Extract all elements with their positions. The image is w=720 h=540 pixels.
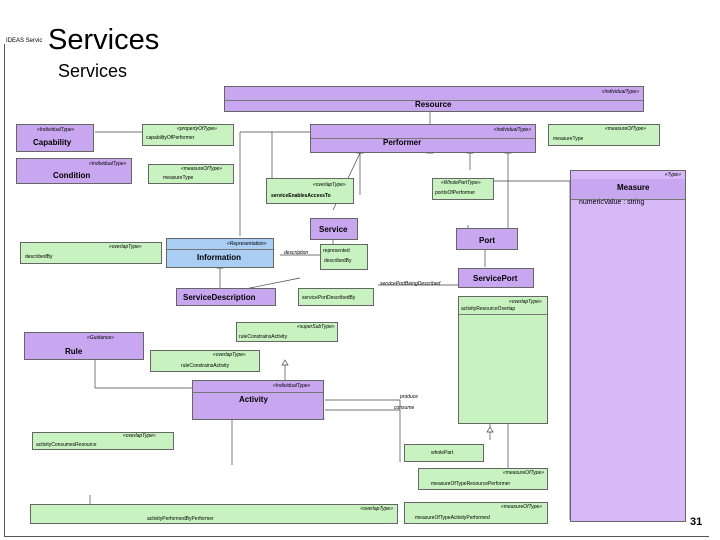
cop-label: capabilityOfPerformer [146,135,195,141]
obl-stereotype: «overlapType» [123,433,156,439]
aro-header [459,313,547,315]
overlap-mid-label: ruleConstrainsActivity [181,363,230,369]
resource-stereotype: «IndividualType» [601,89,639,95]
service-label: Service [319,225,348,234]
produce-label: produce [400,394,419,400]
measure-stereotype: «Type» [664,172,681,178]
service-enables-stereotype: «overlapType» [313,182,346,188]
consume-label: consume [394,405,415,411]
overlap-left-label: describedBy [25,254,53,260]
measure-bottom2-box: «measureOfType» measureOfTypeActivityPer… [404,502,548,524]
measure-label: Measure [617,183,650,192]
capability-box: «IndividualType» Capability [16,124,94,152]
measure-box: «Type» Measure numericValue : string [570,170,686,522]
couple-type-box: «superSubType» ruleConstrainsActivity [236,322,338,342]
resource-box: «IndividualType» Resource [224,86,644,112]
capability-stereotype: «IndividualType» [37,127,75,133]
measure-attr: numericValue : string [579,199,645,206]
overlap-mid-stereotype: «overlapType» [213,352,246,358]
service-description-box: ServiceDescription [176,288,276,306]
measure-bottom-stereotype: «measureOfType» [503,470,545,476]
service-port-box: ServicePort [458,268,534,288]
condition-label: Condition [53,171,91,180]
service-box: Service [310,218,358,240]
performer-box: «IndividualType» Performer [310,124,536,153]
page-title: Services [48,24,160,56]
service-port-label: ServicePort [473,274,518,283]
measure-of-type-box: «measureOfType» measureType [148,164,234,184]
service-port-described-by-box: servicePortDescribedBy [298,288,374,306]
obl-label: activityConsumesResource [36,442,97,448]
port-is-of-performer-box: «WholePartType» portIsOfPerformer [432,178,494,200]
port-box: Port [456,228,518,250]
performer-label: Performer [383,138,422,147]
couple-label: ruleConstrainsActivity [239,334,288,340]
page-subtitle: Services [58,61,128,81]
service-enables-label: serviceEnablesAccessTo [271,193,331,199]
measure-type-stereotype: «measureOfType» [605,126,647,132]
overlap-bottom-box: «overlapType» activityPerformedByPerform… [30,504,398,524]
mb2-label: measureOfTypeActivityPerformed [415,515,490,521]
capability-label: Capability [33,138,72,147]
performer-header [311,137,535,139]
activity-header [193,391,323,393]
service-port-described-by-label: servicePortDescribedBy [302,295,356,301]
measure-type-label: measureType [553,136,584,142]
measure-bottom-label: measureOfTypeResourcePerformer [431,481,511,487]
ob-label: activityPerformedByPerformer [147,516,214,522]
activity-resource-overlap-box: «overlapType» activityResourceOverlap [458,296,548,424]
aro-stereotype: «overlapType» [509,299,542,305]
condition-stereotype: «IndividualType» [89,161,127,167]
rule-box: «Guidance» Rule [24,332,144,360]
resource-label: Resource [415,100,452,109]
condition-box: «IndividualType» Condition [16,158,132,184]
service-description-label: ServiceDescription [183,293,256,302]
activity-box: «IndividualType» Activity [192,380,324,420]
port-label: Port [479,236,495,245]
information-header [167,248,273,250]
rule-stereotype: «Guidance» [87,335,114,341]
described-by-top: represented [323,248,350,254]
ideas-tag: IDEAS Servic [6,38,43,44]
overlap-left-stereotype: «overlapType» [109,244,142,250]
port-of-performer-label: portIsOfPerformer [435,190,476,196]
measure-bottom-box: «measureOfType» measureOfTypeResourcePer… [418,468,548,490]
whole-part-label: wholePart [431,450,454,456]
performer-stereotype: «IndividualType» [493,127,531,133]
information-box: «Representation» Information [166,238,274,268]
measure-header [571,179,685,200]
rule-label: Rule [65,347,83,356]
measure-of-type-label: measureType [163,175,194,181]
ob-stereotype: «overlapType» [360,506,393,512]
service-enables-box: «overlapType» serviceEnablesAccessTo [266,178,354,204]
port-of-performer-stereotype: «WholePartType» [441,180,481,186]
cop-stereotype: «propertyOfType» [177,126,217,132]
page-number: 31 [690,516,703,528]
information-stereotype: «Representation» [227,241,267,247]
activity-stereotype: «IndividualType» [273,383,311,389]
mb2-stereotype: «measureOfType» [501,504,543,510]
service-port-being-described-label: servicePortBeingDescribed [380,281,441,287]
activity-label: Activity [239,395,268,404]
measure-type-box: «measureOfType» measureType [548,124,660,146]
resource-header [225,99,643,101]
measure-of-type-stereotype: «measureOfType» [181,166,223,172]
overlap-bottom-left-box: «overlapType» activityConsumesResource [32,432,174,450]
aro-label: activityResourceOverlap [461,306,516,312]
capability-of-performer-box: «propertyOfType» capabilityOfPerformer [142,124,234,146]
whole-part-box: wholePart [404,444,484,462]
described-by-label: describedBy [324,258,352,264]
overlap-left-box: «overlapType» describedBy [20,242,162,264]
description-label: description [284,250,309,256]
information-label: Information [197,253,241,262]
described-by-box: represented describedBy [320,244,368,270]
diagram-frame [4,44,709,537]
overlap-mid-box: «overlapType» ruleConstrainsActivity [150,350,260,372]
couple-stereotype: «superSubType» [297,324,335,330]
